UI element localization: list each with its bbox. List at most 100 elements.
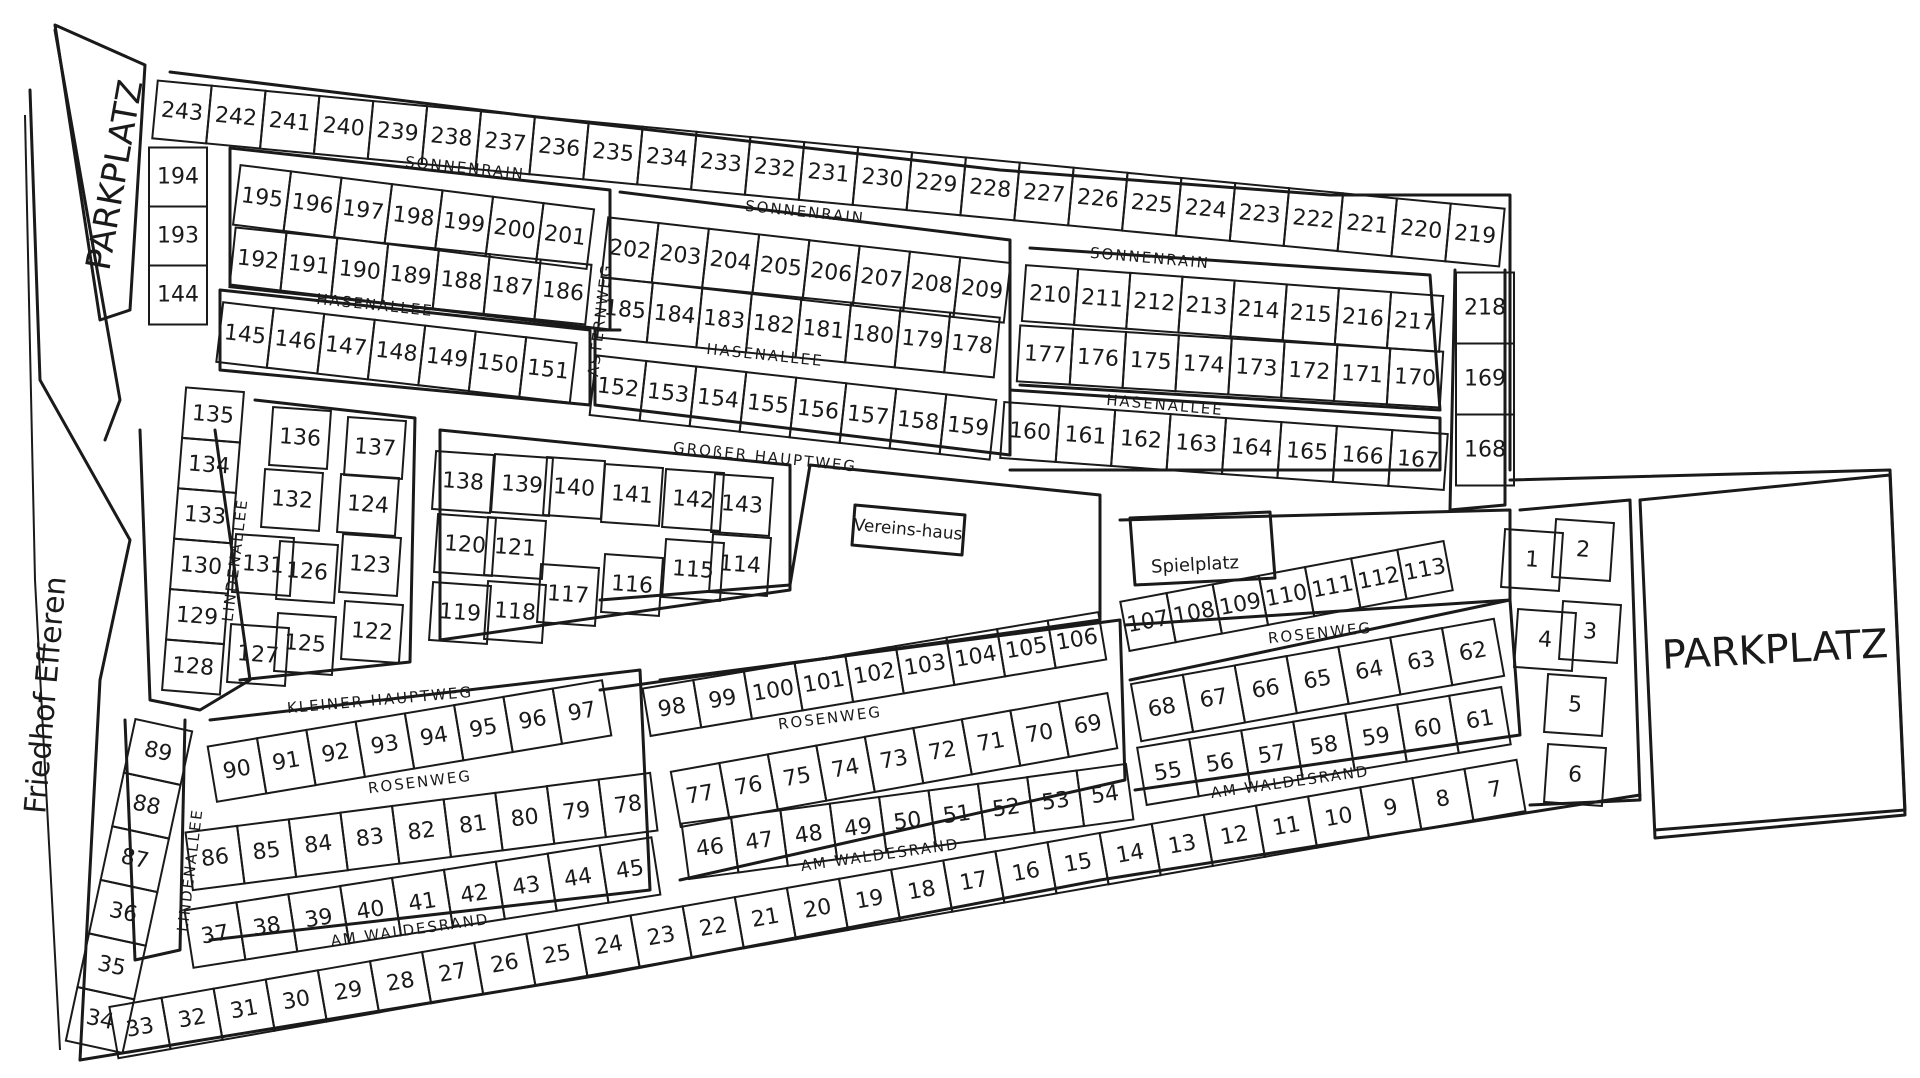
plot-182[interactable]: 182: [744, 291, 803, 359]
plot-156[interactable]: 156: [788, 376, 848, 445]
plot-243[interactable]: 243: [151, 79, 213, 145]
plot-167[interactable]: 167: [1387, 429, 1449, 491]
plot-51[interactable]: 51: [927, 782, 987, 848]
plot-204[interactable]: 204: [700, 227, 761, 296]
plot-117[interactable]: 117: [535, 562, 601, 628]
plot-161[interactable]: 161: [1054, 405, 1117, 467]
plot-88[interactable]: 88: [111, 771, 182, 840]
plot-235[interactable]: 235: [582, 120, 644, 186]
plot-230[interactable]: 230: [851, 146, 914, 212]
plot-147[interactable]: 147: [316, 312, 376, 381]
plot-188[interactable]: 188: [431, 247, 491, 315]
plot-134[interactable]: 134: [177, 436, 241, 494]
plot-242[interactable]: 242: [205, 84, 267, 150]
plot-231[interactable]: 231: [797, 140, 860, 207]
plot-144[interactable]: 144: [148, 264, 208, 326]
plot-118[interactable]: 118: [482, 579, 548, 645]
plot-133[interactable]: 133: [173, 487, 237, 545]
plot-200[interactable]: 200: [484, 195, 545, 264]
plot-169[interactable]: 169: [1455, 342, 1515, 416]
plot-203[interactable]: 203: [650, 221, 710, 290]
plot-163[interactable]: 163: [1165, 413, 1228, 475]
plot-234[interactable]: 234: [636, 125, 698, 191]
plot-18[interactable]: 18: [889, 859, 954, 923]
plot-94[interactable]: 94: [403, 703, 465, 770]
plot-49[interactable]: 49: [828, 795, 888, 861]
plot-196[interactable]: 196: [282, 170, 343, 239]
plot-30[interactable]: 30: [264, 969, 328, 1032]
plot-148[interactable]: 148: [366, 318, 427, 387]
plot-123[interactable]: 123: [337, 532, 403, 598]
plot-55[interactable]: 55: [1136, 737, 1200, 807]
plot-157[interactable]: 157: [838, 382, 898, 450]
plot-215[interactable]: 215: [1281, 283, 1340, 346]
plot-121[interactable]: 121: [482, 515, 548, 581]
plot-80[interactable]: 80: [494, 785, 556, 852]
plot-52[interactable]: 52: [976, 776, 1036, 841]
plot-95[interactable]: 95: [452, 695, 514, 762]
plot-170[interactable]: 170: [1385, 347, 1445, 409]
plot-116[interactable]: 116: [599, 552, 665, 618]
plot-221[interactable]: 221: [1336, 192, 1399, 258]
plot-145[interactable]: 145: [215, 301, 275, 369]
plot-150[interactable]: 150: [467, 330, 528, 399]
plot-210[interactable]: 210: [1020, 264, 1080, 326]
plot-68[interactable]: 68: [1129, 673, 1195, 743]
plot-90[interactable]: 90: [206, 737, 268, 803]
plot-113[interactable]: 113: [1396, 539, 1454, 601]
plot-197[interactable]: 197: [332, 176, 394, 245]
plot-54[interactable]: 54: [1075, 762, 1135, 828]
plot-5[interactable]: 5: [1542, 672, 1608, 738]
plot-191[interactable]: 191: [279, 231, 339, 299]
plot-56[interactable]: 56: [1188, 729, 1252, 798]
plot-98[interactable]: 98: [641, 678, 703, 738]
plot-159[interactable]: 159: [938, 393, 998, 461]
plot-38[interactable]: 38: [235, 893, 299, 961]
plot-238[interactable]: 238: [420, 105, 483, 171]
plot-153[interactable]: 153: [638, 359, 698, 428]
plot-143[interactable]: 143: [709, 472, 775, 538]
plot-107[interactable]: 107: [1119, 591, 1177, 653]
plot-33[interactable]: 33: [108, 996, 172, 1060]
plot-166[interactable]: 166: [1331, 425, 1394, 487]
plot-220[interactable]: 220: [1390, 197, 1452, 263]
plot-19[interactable]: 19: [837, 868, 902, 932]
plot-41[interactable]: 41: [390, 868, 455, 937]
plot-240[interactable]: 240: [312, 94, 375, 160]
plot-149[interactable]: 149: [417, 324, 477, 393]
plot-146[interactable]: 146: [265, 306, 326, 375]
plot-180[interactable]: 180: [844, 301, 902, 369]
plot-216[interactable]: 216: [1333, 287, 1393, 350]
plot-193[interactable]: 193: [148, 205, 208, 267]
plot-114[interactable]: 114: [707, 532, 773, 598]
plot-138[interactable]: 138: [430, 449, 496, 515]
plot-137[interactable]: 137: [342, 415, 408, 481]
plot-228[interactable]: 228: [959, 156, 1021, 222]
plot-124[interactable]: 124: [335, 472, 401, 538]
plot-177[interactable]: 177: [1015, 324, 1075, 386]
plot-122[interactable]: 122: [339, 599, 405, 665]
plot-132[interactable]: 132: [259, 467, 325, 533]
plot-75[interactable]: 75: [766, 744, 828, 811]
plot-66[interactable]: 66: [1233, 654, 1298, 724]
plot-120[interactable]: 120: [432, 512, 498, 578]
plot-62[interactable]: 62: [1440, 617, 1506, 687]
plot-178[interactable]: 178: [943, 311, 1001, 379]
plot-195[interactable]: 195: [231, 163, 293, 233]
plot-59[interactable]: 59: [1344, 703, 1408, 772]
plot-165[interactable]: 165: [1276, 421, 1338, 483]
plot-141[interactable]: 141: [599, 462, 665, 528]
plot-82[interactable]: 82: [390, 798, 453, 865]
plot-139[interactable]: 139: [489, 452, 555, 518]
plot-172[interactable]: 172: [1280, 340, 1339, 403]
plot-87[interactable]: 87: [99, 825, 171, 894]
plot-97[interactable]: 97: [551, 679, 613, 745]
plot-186[interactable]: 186: [533, 258, 593, 326]
plot-205[interactable]: 205: [751, 233, 811, 301]
plot-79[interactable]: 79: [545, 778, 607, 845]
plot-174[interactable]: 174: [1174, 334, 1233, 396]
plot-65[interactable]: 65: [1285, 645, 1350, 715]
plot-237[interactable]: 237: [474, 110, 537, 176]
plot-25[interactable]: 25: [525, 923, 589, 987]
plot-84[interactable]: 84: [287, 811, 349, 878]
